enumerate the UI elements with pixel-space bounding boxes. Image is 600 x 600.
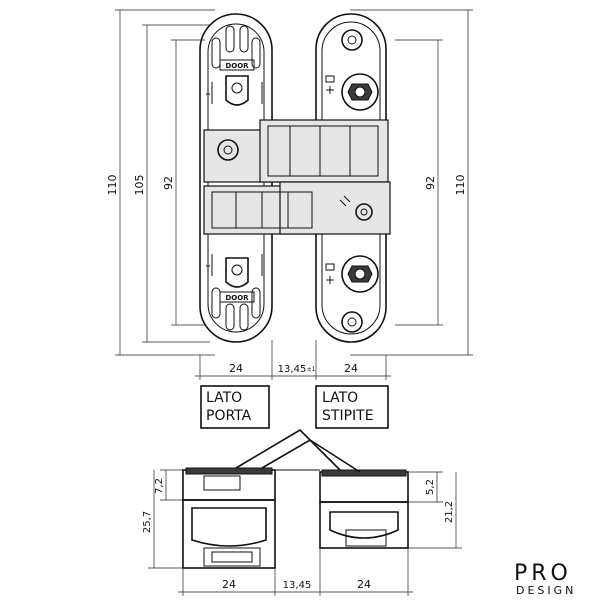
dim-left-outer-height: 110	[106, 175, 119, 196]
dim-side-top-right: 5,2	[425, 479, 436, 495]
frame-side-label: LATO STIPITE	[315, 385, 389, 429]
frame-side-label-line2: STIPITE	[322, 408, 374, 424]
dim-bottom-left: 24	[222, 578, 236, 591]
brand-main-text: PRO	[514, 561, 572, 586]
top-screw-hole	[341, 29, 363, 51]
dim-left-inner-height: 92	[162, 176, 175, 190]
front-dimension-lines	[115, 9, 473, 380]
dim-side-left-height: 25,7	[142, 511, 153, 533]
door-side-label-line1: LATO	[206, 390, 242, 406]
door-side-label: LATO PORTA	[200, 385, 270, 429]
door-plate-text-top: DOOR	[225, 62, 249, 70]
door-side-label-line2: PORTA	[206, 408, 252, 424]
brand-sub-text: DESIGN	[516, 584, 576, 597]
dim-width-gap: 13,45	[278, 364, 307, 375]
dim-left-mid-height: 105	[133, 175, 146, 196]
dim-width-gap-note: ±1	[307, 366, 316, 373]
door-plate-text-bottom: DOOR	[225, 294, 249, 302]
side-dimension-lines	[148, 469, 462, 596]
dim-bottom-right: 24	[357, 578, 371, 591]
hinge-arms	[203, 119, 391, 235]
dim-side-right-height: 21,2	[444, 501, 455, 523]
dim-right-inner-height: 92	[424, 176, 437, 190]
frame-side-label-line1: LATO	[322, 390, 358, 406]
dim-width-right: 24	[344, 362, 358, 375]
dim-bottom-gap: 13,45	[283, 580, 312, 591]
bottom-screw-hole	[341, 311, 363, 333]
dim-right-outer-height: 110	[454, 175, 467, 196]
door-side-plate: DOOR DOOR	[199, 13, 273, 343]
side-view-drawing	[182, 428, 409, 569]
front-dimension-labels: 110 105 92 92 110 24 13,45 ±1 24	[106, 175, 467, 376]
brand-logo: PRO DESIGN	[514, 561, 576, 597]
dim-width-left: 24	[229, 362, 243, 375]
dim-side-top-left: 7,2	[154, 478, 165, 494]
side-dimension-labels: 7,2 25,7 5,2 21,2 24 13,45 24	[142, 478, 455, 591]
